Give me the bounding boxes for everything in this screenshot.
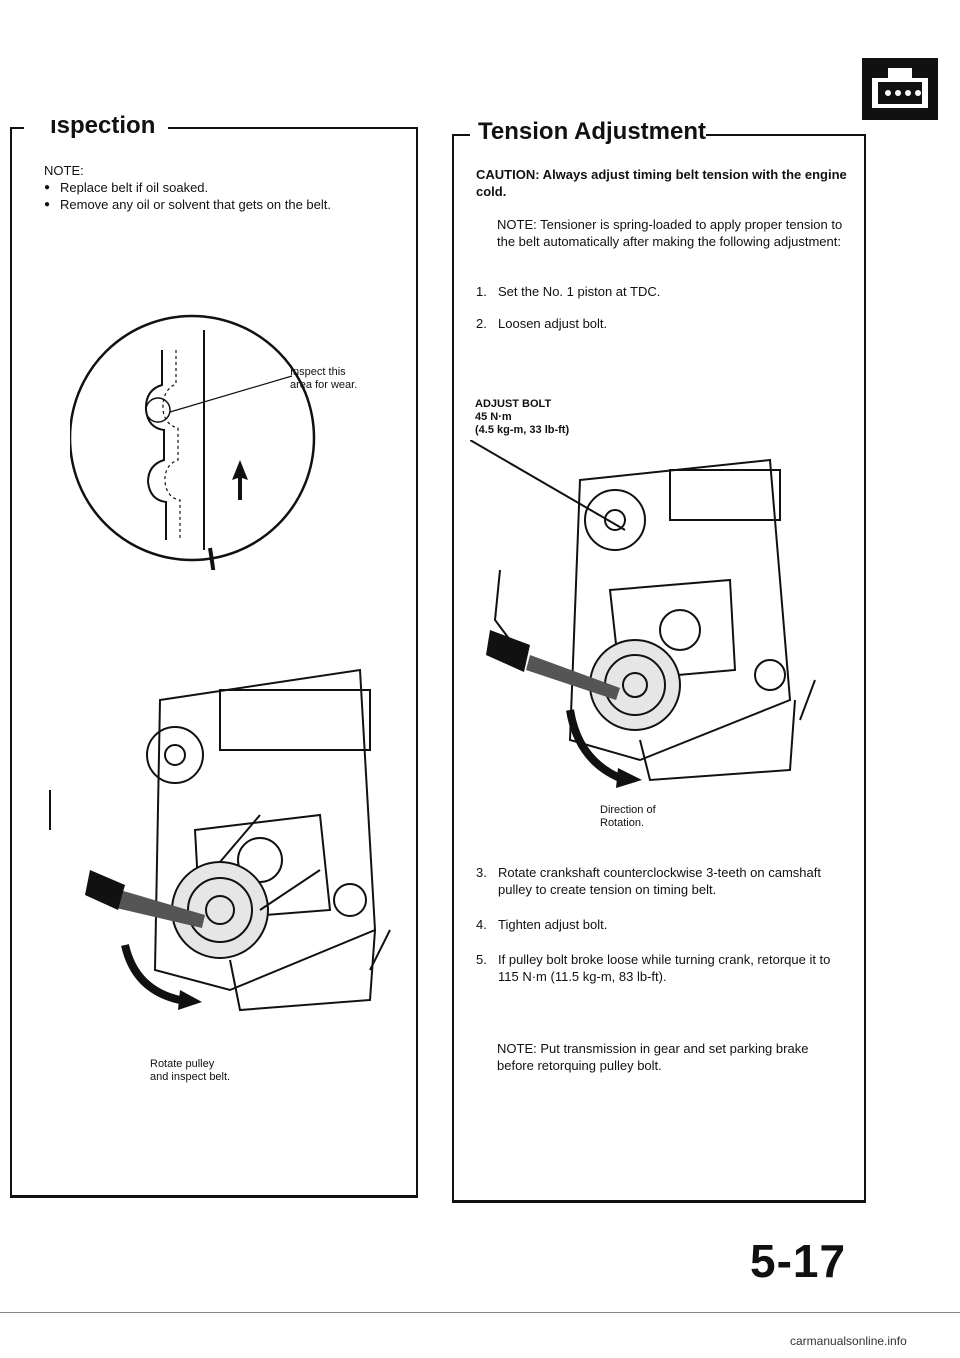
page-number: 5-17: [750, 1235, 847, 1287]
step-item: 3. Rotate crankshaft counterclockwise 3-…: [476, 864, 846, 898]
adjust-bolt-line: (4.5 kg-m, 33 lb-ft): [475, 424, 570, 436]
step-number: 3.: [476, 865, 487, 880]
steps-group-a: 1. Set the No. 1 piston at TDC. 2. Loose…: [476, 283, 846, 332]
step-text: Set the No. 1 piston at TDC.: [498, 284, 661, 299]
step-item: 5. If pulley bolt broke loose while turn…: [476, 951, 846, 985]
step-text: Loosen adjust bolt.: [498, 316, 608, 331]
step-number: 5.: [476, 952, 487, 967]
footer-watermark: carmanualsonline.info: [790, 1334, 907, 1348]
callout-line: Inspect this: [290, 366, 346, 378]
inspection-title: ıspection: [50, 112, 156, 139]
note-bullet: Remove any oil or solvent that gets on t…: [44, 196, 404, 213]
direction-line: Rotation.: [600, 817, 645, 829]
callout-line: and inspect belt.: [150, 1071, 231, 1083]
step-item: 4. Tighten adjust bolt.: [476, 916, 846, 933]
step-item: 2. Loosen adjust bolt.: [476, 315, 846, 332]
engine-section-icon: [862, 58, 938, 120]
adjust-bolt-line: ADJUST BOLT: [475, 398, 552, 410]
note-bullet: Replace belt if oil soaked.: [44, 179, 404, 196]
adjust-bolt-line: 45 N·m: [475, 411, 512, 423]
step-text: Rotate crankshaft counterclockwise 3-tee…: [498, 865, 821, 897]
step-number: 2.: [476, 316, 487, 331]
caution-text: CAUTION: Always adjust timing belt tensi…: [476, 167, 847, 199]
note-label: NOTE:: [44, 163, 84, 178]
engine-rotate-pulley-illustration: [30, 570, 410, 1050]
belt-wear-detail-illustration: [68, 310, 410, 671]
step-number: 4.: [476, 917, 487, 932]
callout-rotate-pulley: Rotate pulley and inspect belt.: [150, 1058, 230, 1084]
step-text: Tighten adjust bolt.: [498, 917, 608, 932]
step-number: 1.: [476, 284, 487, 299]
tension-title-line: [706, 134, 864, 136]
step-text: If pulley bolt broke loose while turning…: [498, 952, 831, 984]
tension-frame: [452, 134, 866, 1203]
direction-line: Direction of: [600, 804, 656, 816]
inspection-notes: NOTE: Replace belt if oil soaked. Remove…: [44, 162, 404, 213]
engine-adjust-bolt-illustration: [469, 439, 850, 800]
callout-line: Rotate pulley: [150, 1058, 215, 1070]
step-item: 1. Set the No. 1 piston at TDC.: [476, 283, 846, 300]
inspection-title-line: [168, 127, 416, 129]
steps-group-b: 3. Rotate crankshaft counterclockwise 3-…: [476, 864, 846, 985]
footer-rule: [0, 1312, 960, 1313]
callout-line: area for wear.: [290, 379, 358, 391]
adjust-bolt-label: ADJUST BOLT 45 N·m (4.5 kg-m, 33 lb-ft): [475, 398, 569, 437]
inspection-frame: [10, 127, 418, 1198]
tension-title-rule: [452, 134, 470, 136]
callout-inspect-area: Inspect this area for wear.: [290, 366, 357, 392]
direction-of-rotation-label: Direction of Rotation.: [600, 804, 656, 830]
inspection-title-rule: [10, 127, 24, 129]
tension-note-2: NOTE: Put transmission in gear and set p…: [497, 1041, 809, 1073]
tension-title: Tension Adjustment: [478, 118, 706, 145]
tension-note: NOTE: Tensioner is spring-loaded to appl…: [497, 217, 843, 249]
